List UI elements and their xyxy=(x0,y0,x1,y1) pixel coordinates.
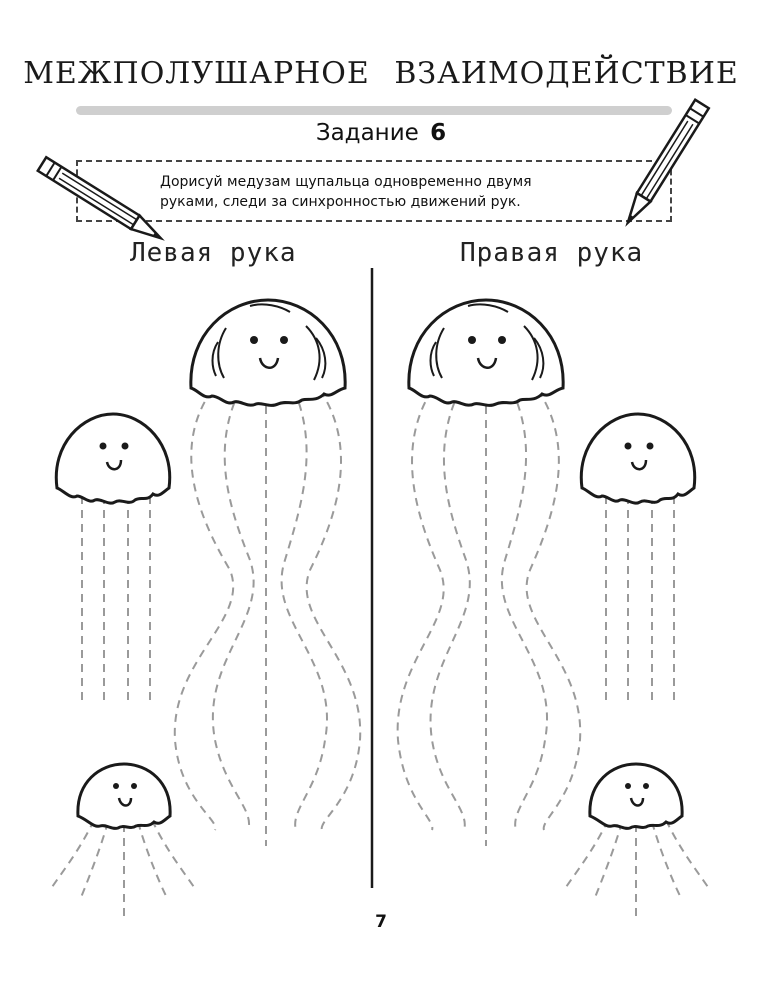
instruction-line-1: Дорисуй медузам щупальца одновременно дв… xyxy=(160,174,532,190)
jellyfish-icon xyxy=(76,762,172,830)
right-tentacle-guides xyxy=(396,389,711,918)
pencil-icon xyxy=(36,155,167,247)
task-label: Задание xyxy=(315,120,419,146)
instruction-line-2: руками, следи за синхронностью движений … xyxy=(160,194,521,210)
instruction-text: Дорисуй медузам щупальца одновременно дв… xyxy=(160,172,600,212)
title-underline xyxy=(76,106,672,115)
page-title: МЕЖПОЛУШАРНОЕ ВЗАИМОДЕЙСТВИЕ xyxy=(23,56,739,91)
jellyfish-icon xyxy=(407,298,565,407)
jellyfish-icon xyxy=(579,412,697,505)
right-hand-label: Правая рука xyxy=(460,238,644,268)
pencil-icon xyxy=(619,98,711,229)
page-number: 7 xyxy=(375,912,387,932)
task-number: 6 xyxy=(430,120,447,146)
jellyfish-icon xyxy=(54,412,172,505)
left-tentacle-guides xyxy=(49,389,362,918)
left-hand-label: Левая рука xyxy=(130,238,297,268)
jellyfish-icon xyxy=(588,762,684,830)
jellyfish-icon xyxy=(189,298,347,407)
task-heading: Задание 6 xyxy=(0,120,762,146)
